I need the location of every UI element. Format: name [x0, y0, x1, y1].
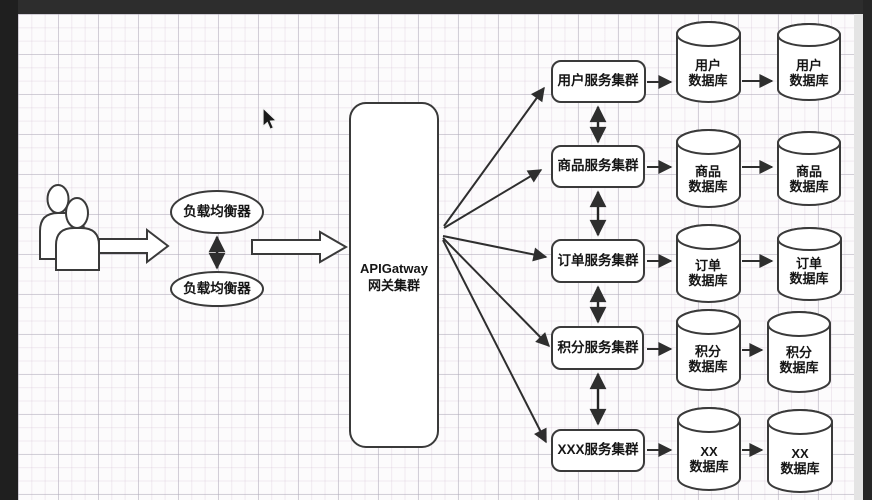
cylinder-row2-replica[interactable]: [777, 131, 841, 206]
arrow-gateway-service-5[interactable]: [442, 239, 547, 444]
cylinder-row3-primary[interactable]: [676, 224, 741, 303]
cylinder-row4-replica[interactable]: [767, 311, 831, 393]
service-5-shape[interactable]: [551, 429, 645, 472]
db-label-line: 积分: [785, 345, 813, 360]
load-balancer-2-shape[interactable]: [170, 271, 264, 307]
block-arrow-lb-to-gateway[interactable]: [251, 230, 349, 264]
db-row5-primary-label: XX 数据库: [689, 444, 728, 474]
cylinder-row4-primary[interactable]: [676, 309, 741, 391]
block-arrow-users-to-lb[interactable]: [98, 227, 170, 265]
service-3-shape[interactable]: [551, 239, 645, 283]
db-row1-primary-label: 用户 数据库: [688, 58, 727, 88]
service-2-label: 商品服务集群: [557, 158, 639, 173]
db-row3-primary-label: 订单 数据库: [688, 258, 727, 288]
window-left-frame: [0, 0, 18, 500]
db-label-line: 用户: [694, 58, 722, 73]
cylinder-row1-replica[interactable]: [777, 23, 841, 101]
db-label-line: 数据库: [689, 459, 729, 474]
load-balancer-1-label: 负载均衡器: [183, 204, 251, 219]
cylinder-row1-primary[interactable]: [676, 21, 741, 103]
gateway-label: APIGatway 网关集群: [360, 260, 428, 294]
db-label-line: 数据库: [688, 73, 728, 88]
mouse-cursor-icon: [262, 106, 278, 131]
db-label-line: 商品: [795, 164, 823, 179]
gateway-label-line2: 网关集群: [367, 278, 421, 293]
db-row2-primary-label: 商品 数据库: [688, 164, 727, 194]
db-label-line: 数据库: [779, 360, 819, 375]
front-person-head[interactable]: [65, 197, 89, 229]
service-2-shape[interactable]: [551, 145, 645, 188]
gateway-shape[interactable]: [349, 102, 439, 448]
service-5-label: XXX服务集群: [557, 442, 639, 457]
load-balancer-2-label: 负载均衡器: [183, 281, 251, 296]
service-4-shape[interactable]: [551, 326, 644, 370]
db-row4-primary-label: 积分 数据库: [688, 344, 727, 374]
vertical-scrollbar[interactable]: [854, 14, 863, 500]
db-row4-replica-label: 积分 数据库: [779, 345, 818, 375]
cylinder-row3-replica[interactable]: [777, 227, 842, 301]
service-1-label: 用户服务集群: [557, 73, 639, 88]
db-label-line: 积分: [694, 344, 722, 359]
db-label-line: 数据库: [688, 273, 728, 288]
service-3-label: 订单服务集群: [557, 253, 639, 268]
db-row3-replica-label: 订单 数据库: [789, 256, 828, 286]
users-icon[interactable]: [39, 184, 100, 271]
db-label-line: 订单: [795, 256, 823, 271]
arrow-gateway-service-2[interactable]: [443, 169, 543, 229]
cylinder-row2-primary[interactable]: [676, 129, 741, 208]
db-label-line: 数据库: [789, 73, 829, 88]
db-label-line: 数据库: [789, 179, 829, 194]
front-person-body[interactable]: [55, 227, 100, 271]
db-label-line: XX: [700, 444, 718, 459]
db-label-line: 订单: [694, 258, 722, 273]
db-label-line: 数据库: [789, 271, 829, 286]
arrow-gateway-service-1[interactable]: [443, 86, 545, 227]
db-label-line: 数据库: [688, 179, 728, 194]
db-label-line: 商品: [694, 164, 722, 179]
db-row1-replica-label: 用户 数据库: [789, 58, 828, 88]
db-row5-replica-label: XX 数据库: [780, 446, 819, 476]
db-label-line: 数据库: [688, 359, 728, 374]
arrow-gateway-service-3[interactable]: [442, 235, 548, 262]
arrow-gateway-service-4[interactable]: [442, 237, 550, 347]
window-right-frame: [863, 0, 872, 500]
service-4-label: 积分服务集群: [557, 340, 639, 355]
db-label-line: 数据库: [780, 461, 820, 476]
service-1-shape[interactable]: [551, 60, 646, 103]
db-row2-replica-label: 商品 数据库: [789, 164, 828, 194]
gateway-label-line1: APIGatway: [360, 261, 428, 276]
db-label-line: XX: [791, 446, 809, 461]
cylinder-row5-replica[interactable]: [767, 409, 833, 493]
load-balancer-1-shape[interactable]: [170, 190, 264, 234]
back-person-head[interactable]: [46, 184, 70, 214]
db-label-line: 用户: [795, 58, 823, 73]
cylinder-row5-primary[interactable]: [677, 407, 741, 491]
